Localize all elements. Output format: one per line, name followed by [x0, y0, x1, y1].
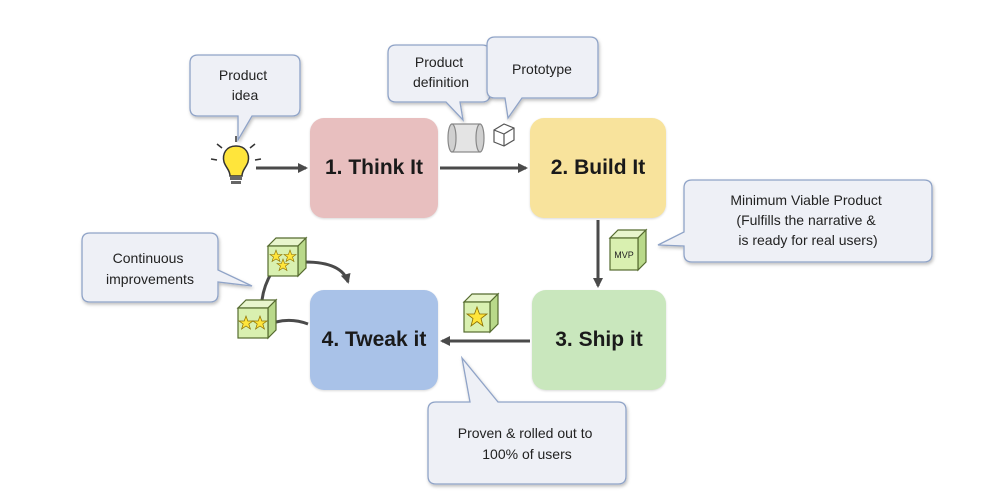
- star-cube-icon: [462, 292, 500, 334]
- stage-build-it-label: 2. Build It: [550, 156, 646, 179]
- stage-think-it: 1. Think It: [310, 118, 438, 218]
- continuous-improvements-text: Continuous improvements: [106, 250, 194, 287]
- stage-tweak-it: 4. Tweak it: [310, 290, 438, 390]
- lightbulb-icon: [210, 136, 262, 184]
- stage-ship-it: 3. Ship it: [532, 290, 666, 390]
- prototype-callout: [486, 36, 599, 120]
- multi-star-cube-icon: [266, 236, 308, 278]
- mvp-cube-icon: MVP: [608, 228, 648, 272]
- arrow-improvement-loop: [304, 260, 351, 284]
- continuous-improvements-callout: [81, 232, 253, 303]
- mvp-callout-text: Minimum Viable Product (Fulfills the nar…: [730, 192, 885, 248]
- prototype-text: Prototype: [512, 61, 572, 77]
- product-definition-text: Product definition: [413, 54, 469, 90]
- product-idea-text: Product idea: [219, 67, 271, 103]
- proven-callout: [427, 355, 627, 485]
- mvp-cube-label: MVP: [614, 250, 634, 260]
- loop-line-lower: [275, 318, 309, 326]
- mvp-callout: [657, 179, 933, 263]
- stage-tweak-it-label: 4. Tweak it: [321, 328, 427, 351]
- proven-text: Proven & rolled out to 100% of users: [458, 425, 597, 462]
- stage-ship-it-label: 3. Ship it: [555, 328, 643, 351]
- two-star-cube-icon: [236, 298, 278, 340]
- prototype-cube-icon: [493, 123, 515, 147]
- product-idea-callout: [189, 54, 301, 143]
- stage-build-it: 2. Build It: [530, 118, 666, 218]
- stage-think-it-label: 1. Think It: [324, 156, 423, 179]
- scroll-icon: [447, 123, 485, 153]
